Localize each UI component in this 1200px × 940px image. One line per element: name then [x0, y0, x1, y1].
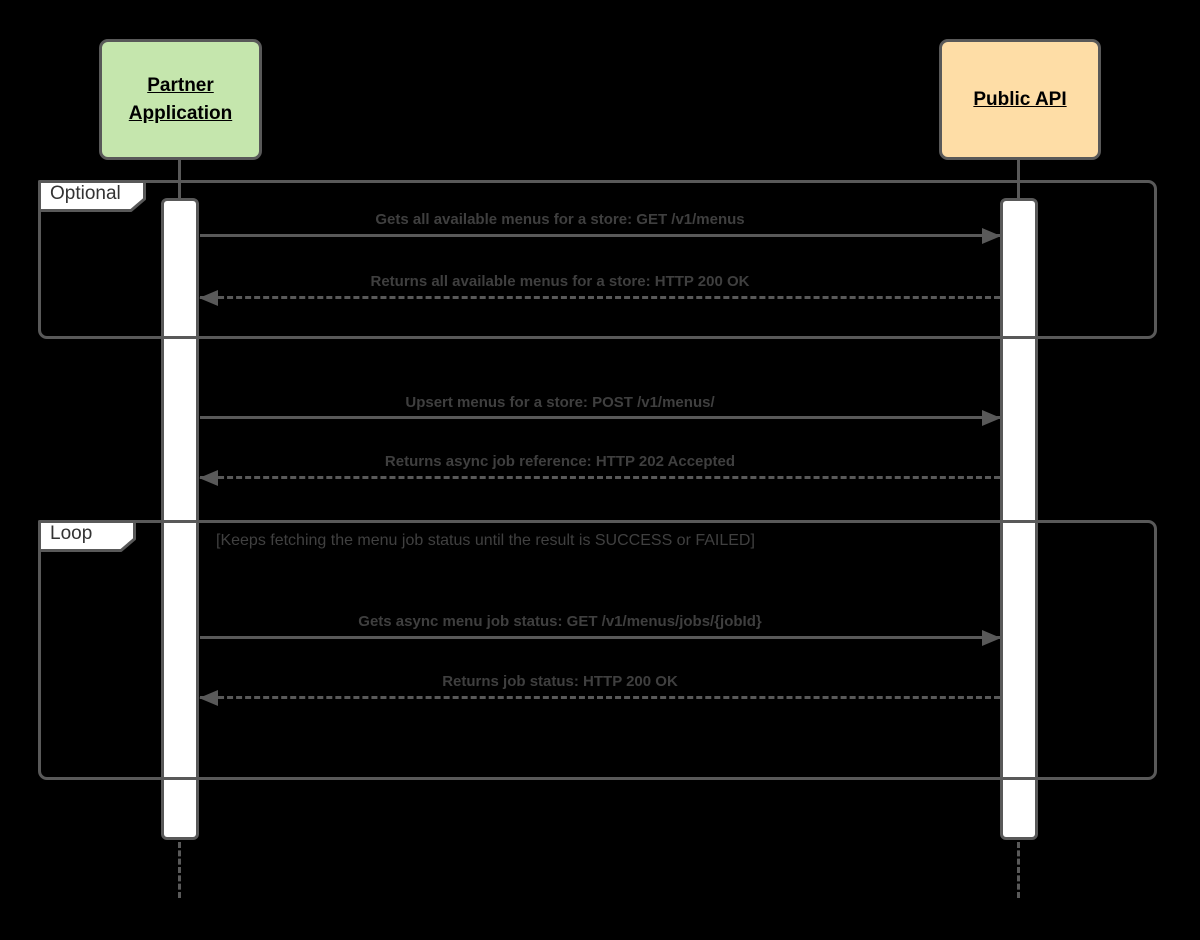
message-line [200, 234, 1000, 237]
fragment-label-optional: Optional [38, 180, 146, 212]
lifeline-public-api [1017, 160, 1020, 200]
arrowhead-right-icon [982, 409, 1001, 426]
lifeline-partner-application-tail [178, 842, 181, 898]
lifeline-public-api-tail [1017, 842, 1020, 898]
message-text: Returns async job reference: HTTP 202 Ac… [384, 453, 736, 470]
message-line [200, 476, 1000, 479]
fragment-label-text: Loop [50, 523, 93, 544]
message-text: Upsert menus for a store: POST /v1/menus… [405, 394, 715, 411]
actor-label-public-api: Public API [973, 88, 1067, 110]
message-line [200, 416, 1000, 419]
message-line [200, 636, 1000, 639]
arrowhead-left-icon [199, 289, 218, 306]
fragment-frame-loop [38, 520, 1157, 780]
fragment-label-loop: Loop [38, 520, 136, 552]
fragment-frame-optional [38, 180, 1157, 339]
lifeline-partner-application [178, 160, 181, 200]
arrowhead-right-icon [982, 227, 1001, 244]
activation-bar-public-api [1000, 198, 1038, 840]
message-line [200, 696, 1000, 699]
loop-condition-text: [Keeps fetching the menu job status unti… [216, 532, 755, 549]
actor-label-partner-application: Partner Application [128, 74, 233, 124]
message-text: Returns all available menus for a store:… [370, 273, 750, 290]
actor-box-partner-application: Partner Application [99, 39, 262, 160]
message-text: Returns job status: HTTP 200 OK [442, 673, 678, 690]
message-text: Gets all available menus for a store: GE… [375, 211, 745, 228]
arrowhead-left-icon [199, 469, 218, 486]
arrowhead-left-icon [199, 689, 218, 706]
message-text: Gets async menu job status: GET /v1/menu… [358, 613, 762, 630]
message-line [200, 296, 1000, 299]
arrowhead-right-icon [982, 629, 1001, 646]
fragment-label-text: Optional [50, 183, 121, 204]
activation-bar-partner-application [161, 198, 199, 840]
actor-box-public-api: Public API [939, 39, 1101, 160]
